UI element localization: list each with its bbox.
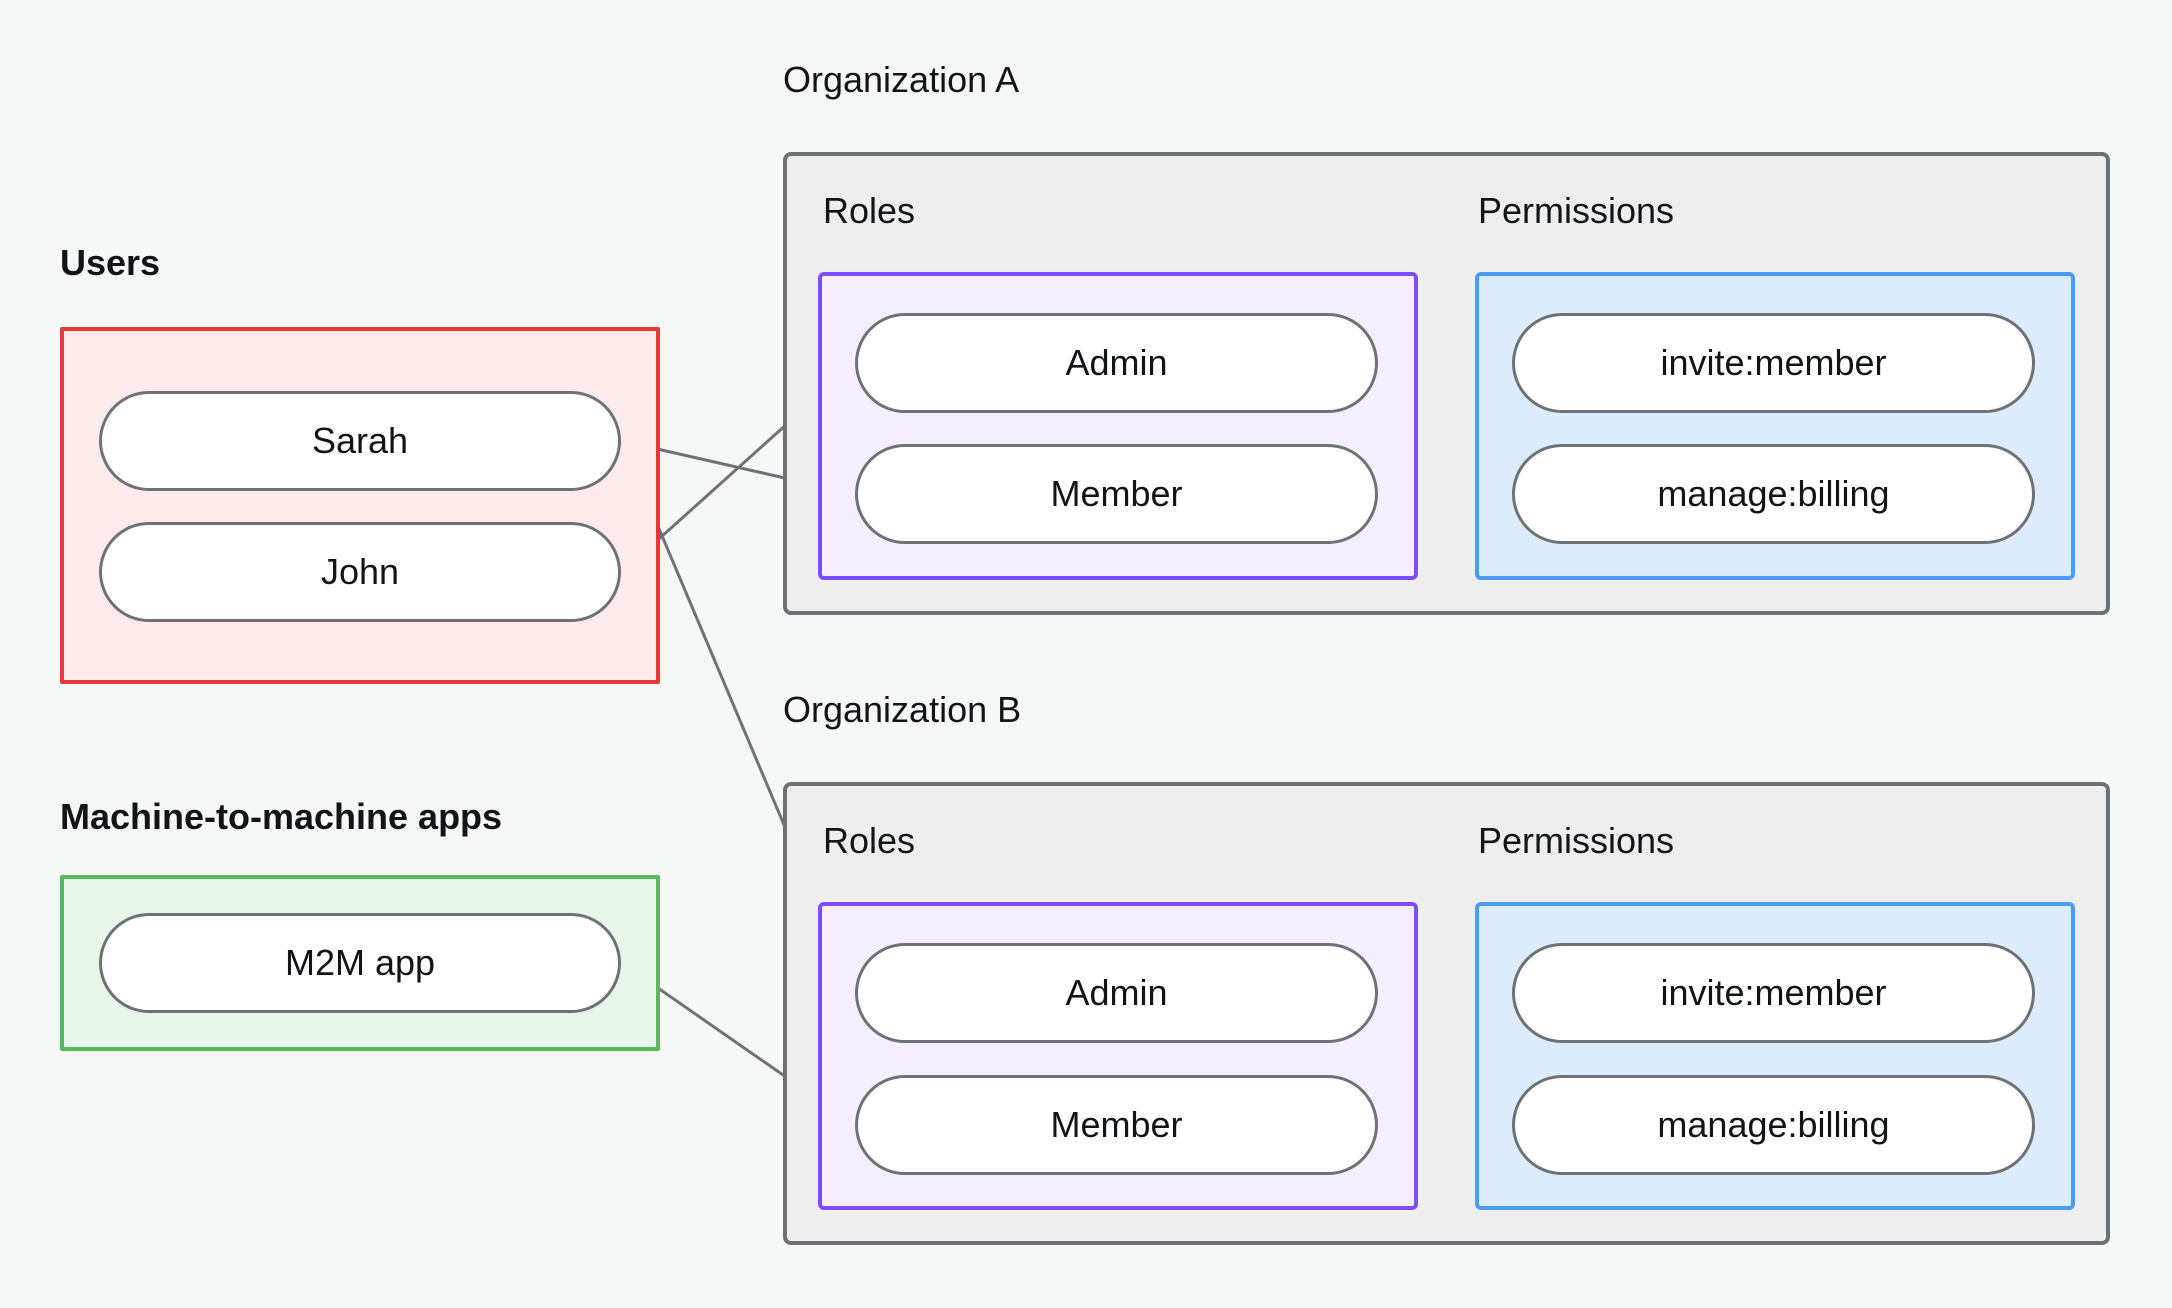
m2m-group-caption: Machine-to-machine apps: [60, 796, 503, 837]
organization-b-permission-pill-manage-billing[interactable]: manage:billing: [1512, 1075, 2035, 1175]
organization-a-caption: Organization A: [783, 59, 1020, 100]
organization-a-permissions-label: Permissions: [1478, 190, 1675, 231]
organization-a-permission-pill-invite-member[interactable]: invite:member: [1512, 313, 2035, 413]
organization-b-permissions-label: Permissions: [1478, 820, 1675, 861]
user-pill-sarah[interactable]: Sarah: [99, 391, 621, 491]
organization-b-roles-label: Roles: [823, 820, 916, 861]
organization-b-role-pill-member[interactable]: Member: [855, 1075, 1378, 1175]
user-pill-john[interactable]: John: [99, 522, 621, 622]
organization-b-role-pill-admin[interactable]: Admin: [855, 943, 1378, 1043]
organization-a-permission-pill-manage-billing[interactable]: manage:billing: [1512, 444, 2035, 544]
organization-a-role-pill-admin[interactable]: Admin: [855, 313, 1378, 413]
organization-a-roles-label: Roles: [823, 190, 916, 231]
organization-a-role-pill-member[interactable]: Member: [855, 444, 1378, 544]
organization-b-caption: Organization B: [783, 689, 1022, 730]
users-group-caption: Users: [60, 242, 161, 283]
m2m-pill-app[interactable]: M2M app: [99, 913, 621, 1013]
organization-b-permission-pill-invite-member[interactable]: invite:member: [1512, 943, 2035, 1043]
users-group-box: [60, 327, 660, 684]
